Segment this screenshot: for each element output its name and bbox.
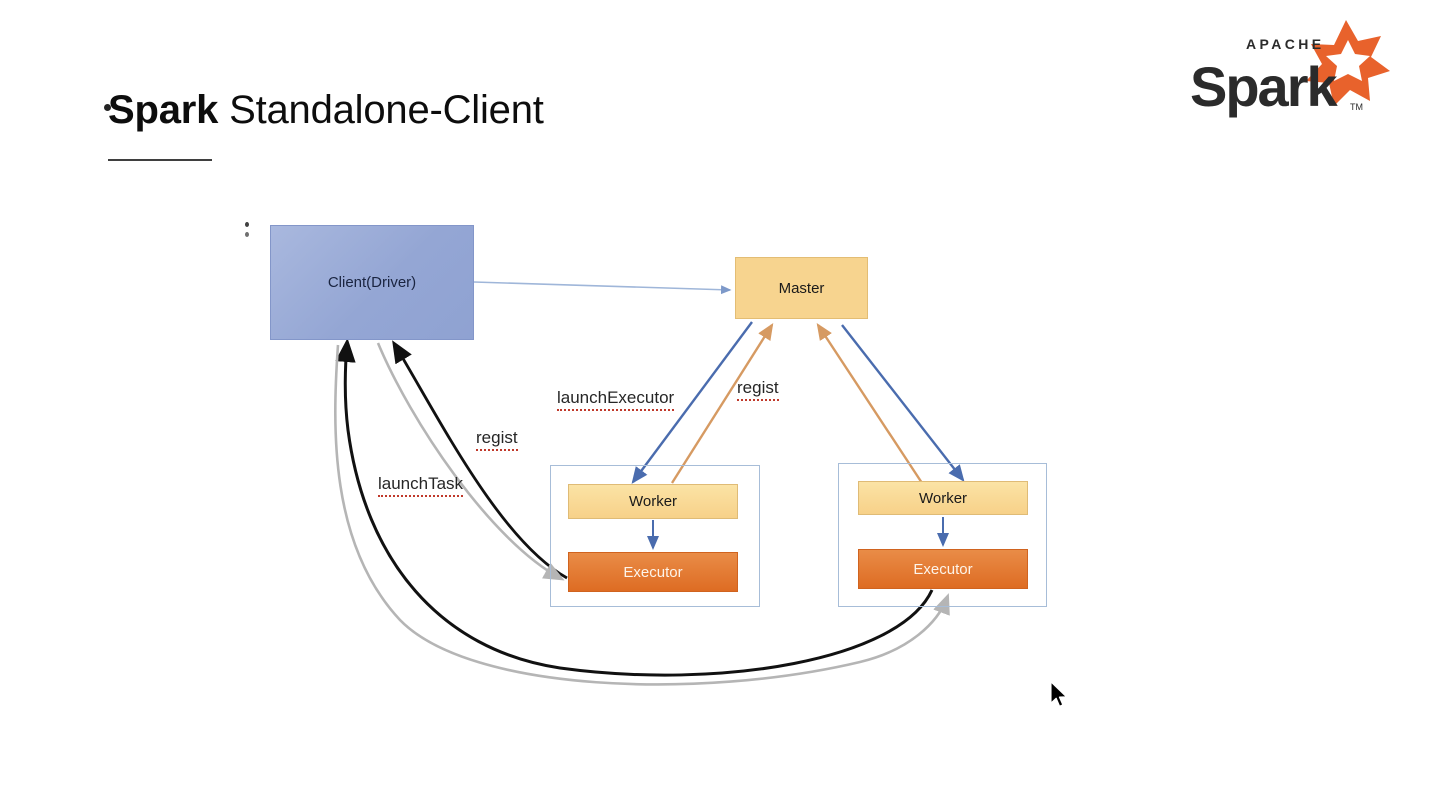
edge-master-to-worker1 [631,321,753,484]
worker-container-2 [838,463,1047,607]
page-artifact-dot [104,104,111,111]
svg-text:APACHE: APACHE [1246,36,1324,52]
node-master-label: Master [778,279,825,297]
node-executor-2[interactable]: Executor [858,549,1028,589]
node-worker-1-label: Worker [628,493,678,510]
apache-spark-logo: APACHE Spark TM [1182,14,1396,126]
corner-artifact-mark-bottom [245,232,249,237]
edge-master-to-worker2 [841,324,965,482]
node-executor-1-label: Executor [623,563,683,581]
page-title-bold: Spark [108,88,219,132]
node-client-driver[interactable]: Client(Driver) [270,225,474,340]
node-executor-1[interactable]: Executor [568,552,738,592]
edge-worker2-to-master [816,322,924,484]
page-title: Spark Standalone-Client [108,88,544,133]
worker-container-1 [550,465,760,607]
edge-label-launch-task-text: launchTask [378,474,464,497]
edge-label-launch-executor: launchExecutor [557,388,675,411]
svg-text:TM: TM [1350,102,1363,112]
edge-label-regist-master-text: regist [737,378,779,401]
edge-executor1-to-client [392,340,568,580]
page-title-rest: Standalone-Client [218,88,544,132]
edge-label-regist-master: regist [737,378,779,401]
corner-artifact-mark-top [245,222,249,227]
edge-label-launch-executor-text: launchExecutor [557,388,675,411]
edge-worker1-to-master [670,322,774,484]
node-executor-2-label: Executor [913,560,973,578]
node-master[interactable]: Master [735,257,868,319]
edge-client-to-executor2 [334,344,950,686]
edge-client-to-executor1 [376,342,565,581]
edge-executor2-to-client [335,338,934,677]
edge-client-to-master [473,281,732,295]
mouse-pointer-cursor [1049,681,1071,711]
node-worker-2-label: Worker [918,489,968,507]
edge-label-regist-client: regist [476,428,518,451]
edge-label-regist-client-text: regist [476,428,518,451]
node-worker-1[interactable]: Worker [568,484,738,519]
svg-text:Spark: Spark [1190,55,1338,118]
node-client-driver-label: Client(Driver) [327,274,417,291]
title-underline-rule [108,159,212,161]
node-worker-2[interactable]: Worker [858,481,1028,515]
edge-label-launch-task: launchTask [378,474,464,497]
